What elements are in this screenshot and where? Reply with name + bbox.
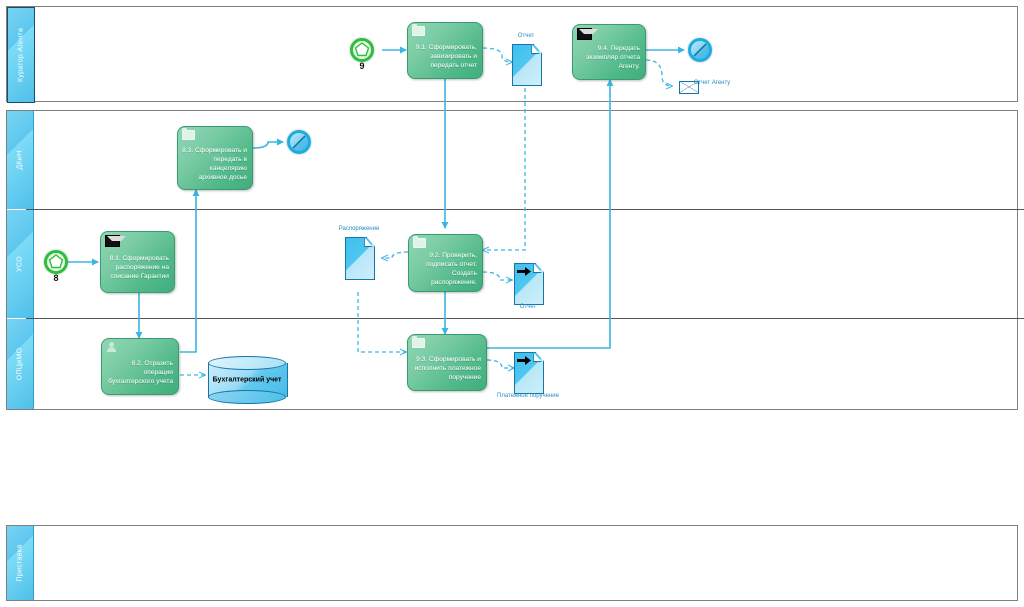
start-event-8-label: 8 [53,273,59,283]
task-8-1-label: 8.1. Сформировать распоряжение на списан… [109,255,169,280]
data-object-otchet-agentu-label: Отчет Агенту [693,80,731,86]
signal-icon [354,42,370,57]
document-fold [533,263,542,274]
lane-header-pristavka: Приставка [7,526,34,600]
lane-header-dkin: ДКиН [7,111,34,209]
document-fold [531,44,540,55]
lane-header-uso: УСО [7,210,34,318]
data-object-otchet-agentu[interactable] [679,81,699,94]
flow-82-to-83 [180,189,200,353]
flow-83-to-end8 [252,138,284,149]
lane-uso: УСО [7,210,1017,318]
assoc-91-otchet [482,47,512,62]
data-object-platezhnoe-poruchenie[interactable] [514,352,544,394]
end-event-9[interactable] [688,38,712,62]
folder-icon [412,24,425,36]
signal-icon [48,254,64,269]
assoc-93-platezhnoe [486,359,514,368]
data-object-otchet-2-label: Отчет [519,304,537,310]
assoc-92-otchet2 [482,271,512,280]
assoc-92-rasporyazhenie [382,251,409,258]
task-9-3-label: 9.3. Сформировать и исполнить платежное … [414,355,481,381]
start-event-9-label: 9 [359,61,365,71]
task-9-2[interactable]: 9.2. Проверить, подписать отчет. Создать… [408,234,483,292]
output-arrow-icon [517,267,531,276]
folder-icon [182,128,195,140]
terminate-icon [292,135,306,149]
person-icon [106,342,119,352]
data-object-otchet-1[interactable] [512,44,542,86]
datastore-top [208,356,286,370]
folder-icon [412,336,425,348]
data-object-otchet-1-label: Отчет [517,33,535,39]
output-arrow-icon [517,356,531,365]
task-8-1[interactable]: 8.1. Сформировать распоряжение на списан… [100,231,175,293]
data-store-buhgalterskiy-uchet[interactable]: Бухгалтерский учет [208,356,288,404]
folder-icon [413,236,426,248]
lane-pristavka: Приставка [7,526,1017,600]
data-store-label: Бухгалтерский учет [212,376,282,384]
lane-header-kurator: Куратор Агента [7,7,35,103]
task-9-2-label: 9.2. Проверить, подписать отчет. Создать… [426,251,477,286]
assoc-94-msg [645,59,672,86]
data-object-otchet-2[interactable] [514,263,544,305]
lane-header-opcimo: ОПЦиМО [7,319,34,409]
data-object-rasporyazhenie[interactable] [345,237,375,280]
terminate-icon [693,43,707,57]
document-shape [512,44,542,86]
task-8-2-label: 8.2. Отразить операции бухгалтерского уч… [108,359,173,385]
datastore-bottom [208,390,286,404]
document-fold [364,237,373,248]
flow-93-to-94 [487,79,614,349]
task-9-1[interactable]: 9.1. Сформировать, завизировать и переда… [407,22,483,79]
data-object-rasporyazhenie-label: Распоряжение [338,226,380,232]
lane-dkin: ДКиН [7,111,1017,209]
envelope-icon [105,235,126,247]
start-event-8[interactable]: 8 [44,250,68,283]
task-9-4[interactable]: 9.4. Передать экземпляр отчета Агенту. [572,24,646,80]
lane-divider-2 [26,318,1024,319]
task-9-4-label: 9.4. Передать экземпляр отчета Агенту. [586,45,640,70]
envelope-icon [577,28,598,40]
task-8-3[interactable]: 8.3. Сформировать и передать в канцеляри… [177,126,253,190]
document-shape [345,237,375,280]
assoc-rasporyazhenie-93 [357,292,406,352]
task-8-3-label: 8.3. Сформировать и передать в канцеляри… [182,146,247,181]
document-fold [533,352,542,363]
task-9-1-label: 9.1. Сформировать, завизировать и переда… [415,43,477,69]
end-event-8[interactable] [287,130,311,154]
assoc-otchet-92 [483,88,526,250]
task-9-3[interactable]: 9.3. Сформировать и исполнить платежное … [407,334,487,391]
start-event-9[interactable]: 9 [350,38,374,71]
data-object-platezhnoe-poruchenie-label: Платежное поручение [497,393,559,399]
task-8-2[interactable]: 8.2. Отразить операции бухгалтерского уч… [101,338,179,395]
